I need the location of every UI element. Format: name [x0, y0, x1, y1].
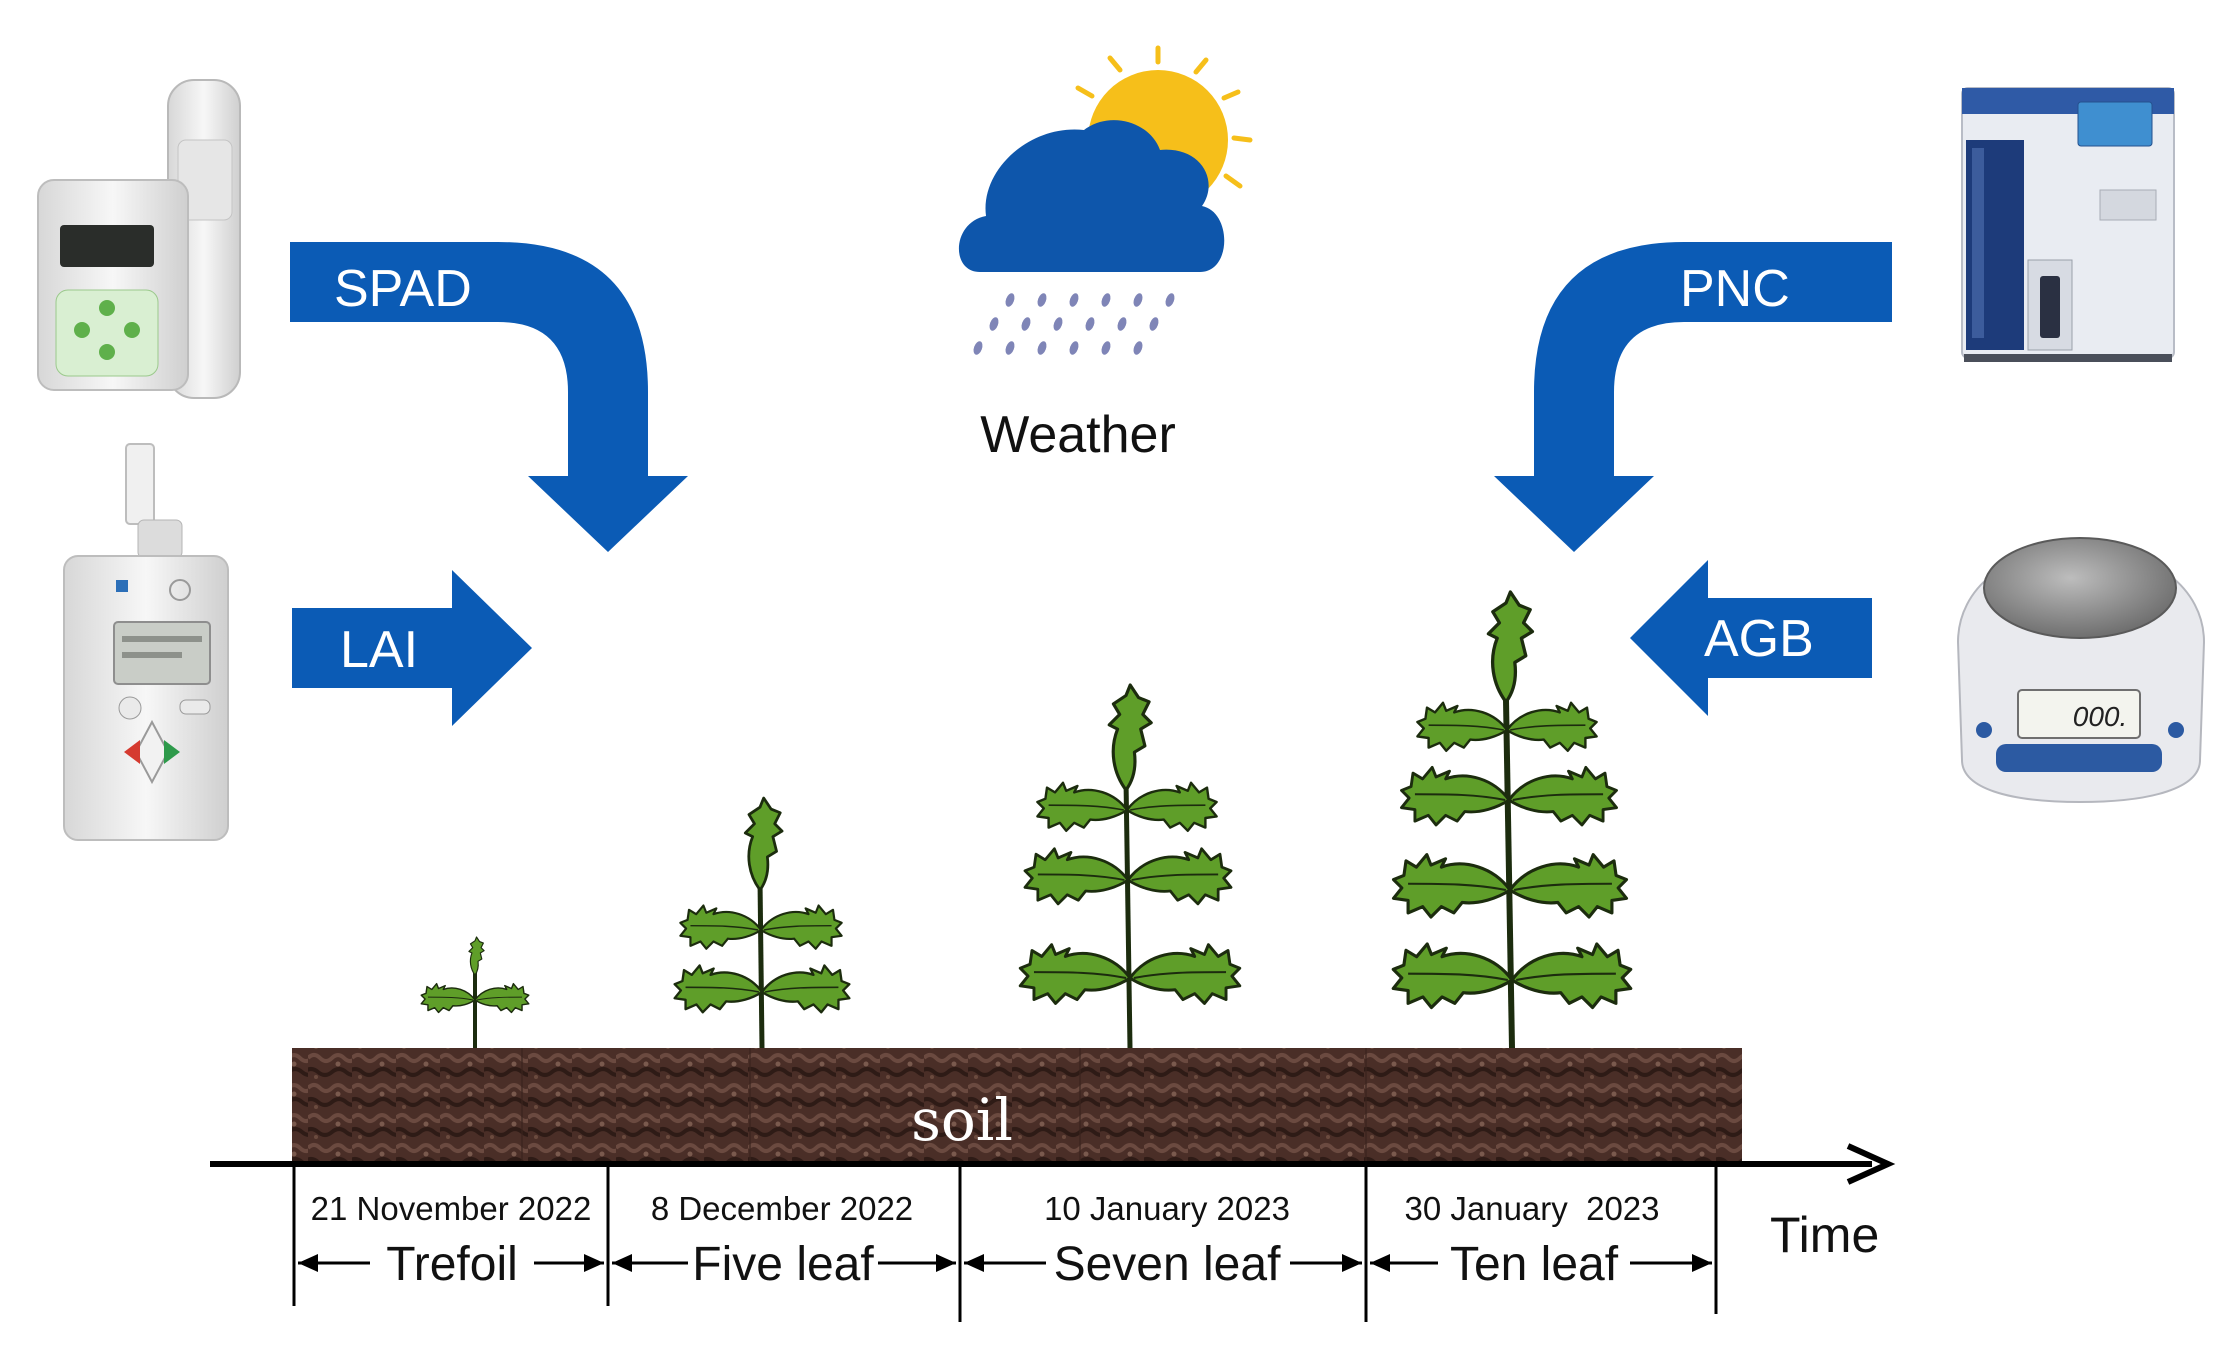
- stage-trefoil: Trefoil: [386, 1238, 518, 1291]
- lai-label: LAI: [340, 621, 418, 679]
- date-ten-leaf: 30 January 2023: [1404, 1190, 1659, 1227]
- weather-icon: [958, 45, 1253, 355]
- nitrogen-analyzer-icon: [1961, 87, 2175, 362]
- date-five-leaf: 8 December 2022: [651, 1190, 913, 1227]
- lai-arrow: LAI: [292, 570, 532, 726]
- plant-ten-leaf: [1391, 590, 1633, 1049]
- agb-label: AGB: [1704, 610, 1814, 668]
- time-label: Time: [1770, 1207, 1879, 1263]
- pnc-arrow: PNC: [1494, 242, 1892, 552]
- stage-five-leaf: Five leaf: [692, 1238, 874, 1291]
- lai-meter-icon: [63, 443, 229, 841]
- time-axis: Time: [210, 1143, 1896, 1263]
- agb-arrow: AGB: [1630, 560, 1872, 716]
- spad-label: SPAD: [334, 260, 472, 318]
- date-trefoil: 21 November 2022: [311, 1190, 592, 1227]
- pnc-label: PNC: [1680, 260, 1790, 318]
- date-seven-leaf: 10 January 2023: [1044, 1190, 1290, 1227]
- scale-display: 000.: [2073, 701, 2128, 732]
- plant-trefoil: [420, 936, 530, 1048]
- soil-band: soil: [292, 1048, 1742, 1164]
- scale-icon: 000.: [1956, 537, 2206, 804]
- spad-meter-icon: [37, 79, 241, 399]
- weather-label: Weather: [980, 406, 1176, 464]
- plant-seven-leaf: [1018, 683, 1242, 1049]
- plant-five-leaf: [673, 796, 851, 1049]
- interval-arrowheads: [298, 1254, 1712, 1272]
- spad-arrow: SPAD: [290, 242, 688, 552]
- stage-ten-leaf: Ten leaf: [1450, 1238, 1619, 1291]
- soil-label: soil: [911, 1086, 1013, 1154]
- stage-seven-leaf: Seven leaf: [1054, 1238, 1281, 1291]
